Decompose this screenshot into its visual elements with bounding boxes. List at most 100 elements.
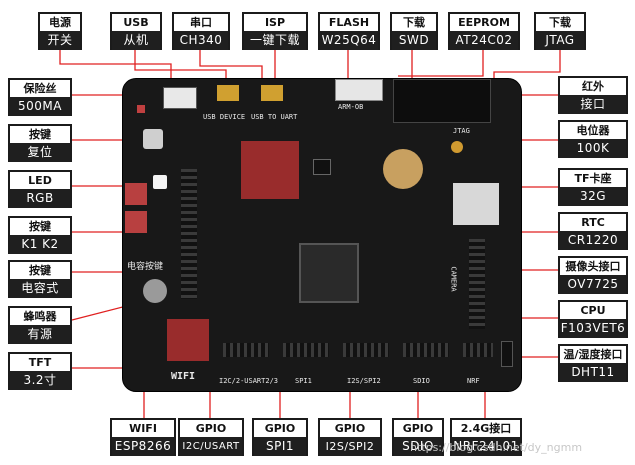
dev-board: USB DEVICE USB TO UART ARM-OB JTAG 电容按键 … bbox=[122, 78, 522, 392]
label-tft: TFT 3.2寸 bbox=[8, 352, 72, 390]
label-wifi-value: ESP8266 bbox=[112, 437, 174, 456]
label-jtag-value: JTAG bbox=[536, 31, 584, 50]
usb-port-uart bbox=[261, 85, 283, 101]
silk-jtag: JTAG bbox=[453, 127, 470, 135]
label-tf-title: TF卡座 bbox=[574, 172, 612, 185]
label-dht: 温/湿度接口 DHT11 bbox=[558, 344, 628, 382]
label-eeprom: EEPROM AT24C02 bbox=[448, 12, 520, 50]
label-tft-title: TFT bbox=[28, 356, 52, 369]
potentiometer[interactable] bbox=[451, 141, 463, 153]
label-dht-title: 温/湿度接口 bbox=[563, 348, 623, 361]
label-gpio4-title: GPIO bbox=[402, 422, 434, 435]
label-gpio4-value: SDIO bbox=[394, 437, 442, 456]
label-gpio3-value: I2S/SPI2 bbox=[320, 437, 380, 456]
silk-spi1: SPI1 bbox=[295, 377, 312, 385]
isp-circuit bbox=[241, 141, 299, 199]
label-swd-title: 下载 bbox=[403, 16, 425, 29]
key-k2[interactable] bbox=[125, 211, 147, 233]
label-pot-value: 100K bbox=[560, 139, 626, 158]
wifi-module bbox=[167, 319, 209, 361]
label-gpio1-value: I2C/USART bbox=[180, 437, 242, 456]
label-rtc: RTC CR1220 bbox=[558, 212, 628, 250]
label-power-value: 开关 bbox=[40, 31, 80, 50]
flash-chip bbox=[313, 159, 331, 175]
label-usb-value: 从机 bbox=[112, 31, 160, 50]
label-gpio1-title: GPIO bbox=[195, 422, 227, 435]
label-cap-value: 电容式 bbox=[10, 279, 70, 298]
label-ir: 红外 接口 bbox=[558, 76, 628, 114]
label-rtc-value: CR1220 bbox=[560, 231, 626, 250]
label-led-value: RGB bbox=[10, 189, 70, 208]
silk-i2s-spi2: I2S/SPI2 bbox=[347, 377, 381, 385]
power-switch[interactable] bbox=[163, 87, 197, 109]
gpio-header-i2c-usart bbox=[223, 343, 269, 357]
label-flash-value: W25Q64 bbox=[320, 31, 378, 50]
gpio-header-sdio bbox=[403, 343, 449, 357]
buzzer bbox=[143, 279, 167, 303]
label-fuse-value: 500MA bbox=[10, 97, 70, 116]
label-gpio4: GPIO SDIO bbox=[392, 418, 444, 456]
label-gpio1: GPIO I2C/USART bbox=[178, 418, 244, 456]
label-cap: 按键 电容式 bbox=[8, 260, 72, 298]
rgb-led bbox=[153, 175, 167, 189]
camera-header bbox=[469, 239, 485, 329]
label-isp: ISP 一键下载 bbox=[242, 12, 308, 50]
silk-nrf: NRF bbox=[467, 377, 480, 385]
label-buzzer: 蜂鸣器 有源 bbox=[8, 306, 72, 344]
silk-wifi: WIFI bbox=[171, 371, 196, 382]
label-tft-value: 3.2寸 bbox=[10, 371, 70, 390]
jtag-connector bbox=[393, 79, 491, 123]
silk-usb-to-uart: USB TO UART bbox=[251, 113, 298, 121]
label-flash: FLASH W25Q64 bbox=[318, 12, 380, 50]
label-pot: 电位器 100K bbox=[558, 120, 628, 158]
tft-header bbox=[181, 169, 197, 299]
label-wifi: WIFI ESP8266 bbox=[110, 418, 176, 456]
arm-ob-connector bbox=[335, 79, 383, 101]
label-buzzer-value: 有源 bbox=[10, 325, 70, 344]
silk-cap-key: 电容按键 bbox=[127, 262, 164, 272]
reset-button[interactable] bbox=[143, 129, 163, 149]
label-serial-title: 串口 bbox=[190, 16, 212, 29]
label-swd: 下载 SWD bbox=[390, 12, 438, 50]
label-fuse-title: 保险丝 bbox=[23, 82, 57, 95]
label-power-title: 电源 bbox=[49, 16, 71, 29]
label-keys-value: K1 K2 bbox=[10, 235, 70, 254]
label-reset: 按键 复位 bbox=[8, 124, 72, 162]
label-nrf: 2.4G接口 NRF24L01 bbox=[450, 418, 522, 456]
label-pot-title: 电位器 bbox=[576, 124, 610, 137]
label-jtag-title: 下载 bbox=[549, 16, 571, 29]
gpio-header-spi1 bbox=[283, 343, 329, 357]
label-isp-value: 一键下载 bbox=[244, 31, 306, 50]
silk-camera: CAMERA bbox=[449, 266, 458, 292]
label-swd-value: SWD bbox=[392, 31, 436, 50]
silk-i2c-usart: I2C/2-USART2/3 bbox=[219, 377, 279, 385]
label-camera: 摄像头接口 OV7725 bbox=[558, 256, 628, 294]
label-ir-value: 接口 bbox=[560, 95, 626, 114]
label-usb: USB 从机 bbox=[110, 12, 162, 50]
watermark: https://blog.csdn.net/dy_ngmm bbox=[410, 441, 583, 454]
label-tf: TF卡座 32G bbox=[558, 168, 628, 206]
label-nrf-value: NRF24L01 bbox=[452, 437, 520, 456]
label-serial: 串口 CH340 bbox=[172, 12, 230, 50]
label-camera-value: OV7725 bbox=[560, 275, 626, 294]
label-led-title: LED bbox=[28, 174, 52, 187]
rtc-battery bbox=[383, 149, 423, 189]
label-fuse: 保险丝 500MA bbox=[8, 78, 72, 116]
label-gpio3-title: GPIO bbox=[334, 422, 366, 435]
label-isp-title: ISP bbox=[264, 16, 286, 29]
label-eeprom-title: EEPROM bbox=[458, 16, 510, 29]
label-reset-title: 按键 bbox=[29, 128, 51, 141]
label-gpio2-title: GPIO bbox=[264, 422, 296, 435]
key-k1[interactable] bbox=[125, 183, 147, 205]
tf-card-slot bbox=[453, 183, 499, 225]
label-usb-title: USB bbox=[123, 16, 149, 29]
nrf-header bbox=[463, 343, 493, 357]
label-dht-value: DHT11 bbox=[560, 363, 626, 382]
label-cpu: CPU F103VET6 bbox=[558, 300, 628, 338]
label-reset-value: 复位 bbox=[10, 143, 70, 162]
label-cpu-title: CPU bbox=[580, 304, 606, 317]
gpio-header-i2s-spi2 bbox=[343, 343, 389, 357]
label-cpu-value: F103VET6 bbox=[560, 319, 626, 338]
cpu-chip bbox=[299, 243, 359, 303]
label-flash-title: FLASH bbox=[328, 16, 370, 29]
